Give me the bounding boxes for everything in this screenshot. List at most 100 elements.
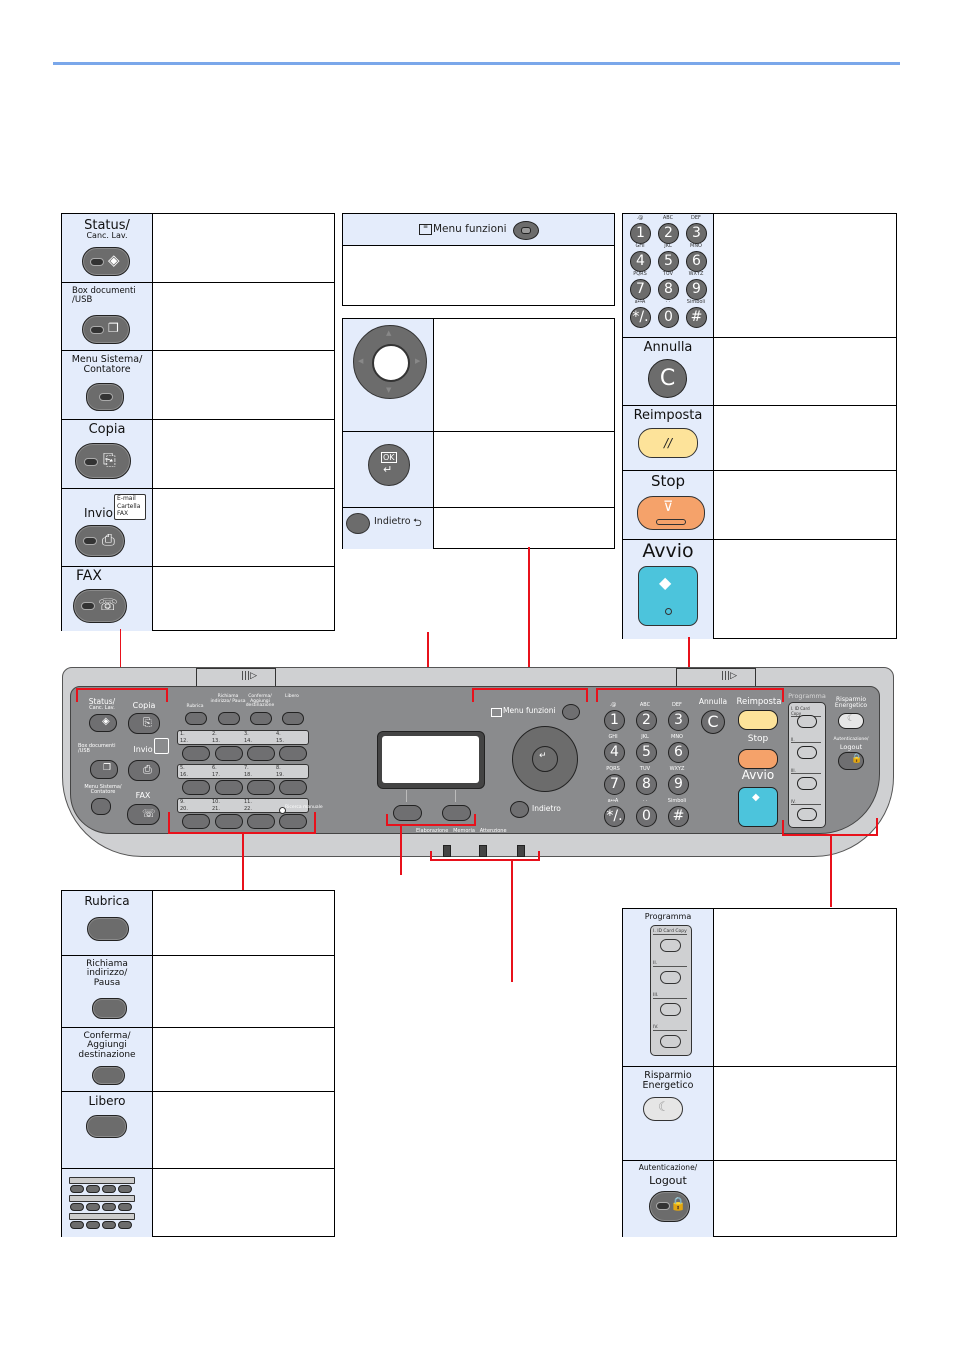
one-touch-header-button[interactable] (250, 712, 272, 725)
panel-risparmio-button[interactable]: ☾ (838, 713, 864, 729)
one-touch-header-button[interactable] (218, 712, 240, 725)
one-touch-key[interactable] (247, 814, 275, 829)
rubrica-button[interactable] (87, 917, 129, 941)
keypad-key-11[interactable]: 0 (658, 307, 679, 328)
keypad-key-6[interactable]: 6 (686, 251, 707, 272)
keypad-key-9[interactable]: 9 (686, 279, 707, 300)
panel-logout-label: Logout (839, 743, 863, 751)
one-touch-key[interactable] (279, 814, 307, 829)
keypad-key-7[interactable]: 7 (630, 279, 651, 300)
libero-button[interactable] (86, 1115, 127, 1138)
panel-keypad-key-10[interactable]: */. (604, 806, 625, 827)
richiama-button[interactable] (92, 998, 127, 1019)
panel-box-button[interactable]: ❐ (90, 760, 118, 779)
one-touch-header-button[interactable] (282, 712, 304, 725)
reimposta-button[interactable]: // (638, 428, 698, 458)
callout-line-nav (528, 547, 530, 689)
one-touch-key[interactable] (215, 780, 243, 795)
indicator-labels: Elaborazione Memoria Attenzione (416, 828, 507, 834)
panel-keypad-key-8[interactable]: 8 (636, 774, 657, 795)
arrow-keys[interactable]: ▲ ▼ ◀ ▶ (353, 325, 427, 399)
arrow-up-icon[interactable]: ▲ (386, 329, 392, 337)
risparmio-button[interactable]: ☾ (643, 1097, 683, 1121)
start-diamond-icon: ◆ (659, 573, 672, 592)
keypad-key-8[interactable]: 8 (658, 279, 679, 300)
programma-key-1[interactable] (660, 939, 681, 952)
panel-fax-button[interactable]: ☏ (127, 804, 160, 825)
conferma-button[interactable] (92, 1066, 125, 1085)
program-key-4[interactable] (797, 808, 817, 821)
keypad-key-2[interactable]: 2 (658, 223, 679, 244)
panel-keypad-key-2[interactable]: 2 (636, 710, 657, 731)
panel-logout-button[interactable]: 🔒 (838, 752, 864, 770)
panel-keypad-key-7[interactable]: 7 (604, 774, 625, 795)
program-key-3[interactable] (797, 777, 817, 790)
panel-keypad-key-12[interactable]: # (668, 806, 689, 827)
left-callout-table: Status/ Canc. Lav. ◈ Box documenti /USB … (61, 213, 335, 631)
one-touch-key[interactable] (182, 746, 210, 761)
one-touch-key[interactable] (279, 746, 307, 761)
panel-keypad-key-11[interactable]: 0 (636, 806, 657, 827)
panel-keypad-key-1[interactable]: 1 (604, 710, 625, 731)
panel-ok-button[interactable]: ↵ (532, 746, 558, 772)
avvio-button[interactable]: ◆ (638, 566, 698, 626)
one-touch-header-label: Rubrica (186, 704, 204, 709)
softkey-right[interactable] (442, 805, 471, 821)
programma-key-2[interactable] (660, 971, 681, 984)
panel-keypad-key-9[interactable]: 9 (668, 774, 689, 795)
one-touch-key[interactable] (215, 746, 243, 761)
panel-invio-button[interactable]: ⎙ (128, 760, 160, 781)
one-touch-key[interactable] (215, 814, 243, 829)
keypad-key-1[interactable]: 1 (630, 223, 651, 244)
panel-menu-sistema-button[interactable] (91, 798, 111, 815)
one-touch-key[interactable] (247, 780, 275, 795)
softkey-left[interactable] (393, 805, 422, 821)
panel-status-button[interactable]: ◈ (89, 714, 117, 732)
copia-button[interactable]: ⎘ (75, 443, 131, 479)
logout-button[interactable]: 🔒 (649, 1191, 690, 1222)
row-libero: Libero (62, 1091, 334, 1169)
status-button[interactable]: ◈ (82, 247, 130, 276)
programma-key-4[interactable] (660, 1035, 681, 1048)
panel-keypad-key-3[interactable]: 3 (668, 710, 689, 731)
keypad-key-3[interactable]: 3 (686, 223, 707, 244)
menu-sistema-button[interactable] (86, 383, 124, 411)
panel-arrow-keys[interactable]: ↵ (512, 726, 578, 792)
one-touch-key[interactable] (182, 814, 210, 829)
ok-button[interactable]: OK ↵ (368, 444, 410, 486)
stop-button[interactable]: ⊽ (637, 496, 705, 530)
one-touch-key[interactable] (182, 780, 210, 795)
programma-slot-label: III. (653, 993, 687, 999)
keypad-key-10[interactable]: */. (630, 307, 651, 328)
panel-keypad-key-5[interactable]: 5 (636, 742, 657, 763)
panel-keypad-key-4[interactable]: 4 (604, 742, 625, 763)
menu-funzioni-button[interactable] (513, 221, 539, 240)
annulla-button[interactable]: C (648, 359, 687, 398)
panel-indietro-button[interactable] (510, 801, 529, 818)
program-key-2[interactable] (797, 746, 817, 759)
indietro-button[interactable] (346, 513, 370, 534)
row-status: Status/ Canc. Lav. ◈ (62, 214, 334, 282)
panel-annulla-button[interactable]: C (701, 710, 725, 734)
panel-copia-button[interactable]: ⎘ (128, 713, 160, 734)
panel-reimposta-button[interactable] (738, 710, 778, 730)
fax-button[interactable]: ☏ (73, 589, 127, 623)
programma-key-3[interactable] (660, 1003, 681, 1016)
panel-menu-funzioni-button[interactable] (562, 704, 580, 720)
one-touch-header-button[interactable] (185, 712, 207, 725)
keypad-key-12[interactable]: # (686, 307, 707, 328)
arrow-down-icon[interactable]: ▼ (386, 386, 392, 394)
arrow-right-icon[interactable]: ▶ (415, 357, 421, 365)
panel-avvio-button[interactable]: ◆ (738, 787, 778, 827)
arrow-left-icon[interactable]: ◀ (358, 357, 364, 365)
program-key-1[interactable] (797, 715, 817, 728)
keypad-key-5[interactable]: 5 (658, 251, 679, 272)
one-touch-key[interactable] (247, 746, 275, 761)
box-documenti-button[interactable]: ❐ (82, 315, 130, 344)
panel-keypad-key-6[interactable]: 6 (668, 742, 689, 763)
panel-stop-button[interactable] (738, 749, 778, 769)
one-touch-key[interactable] (279, 780, 307, 795)
keypad-key-4[interactable]: 4 (630, 251, 651, 272)
invio-button[interactable]: ⎙ (75, 525, 125, 557)
